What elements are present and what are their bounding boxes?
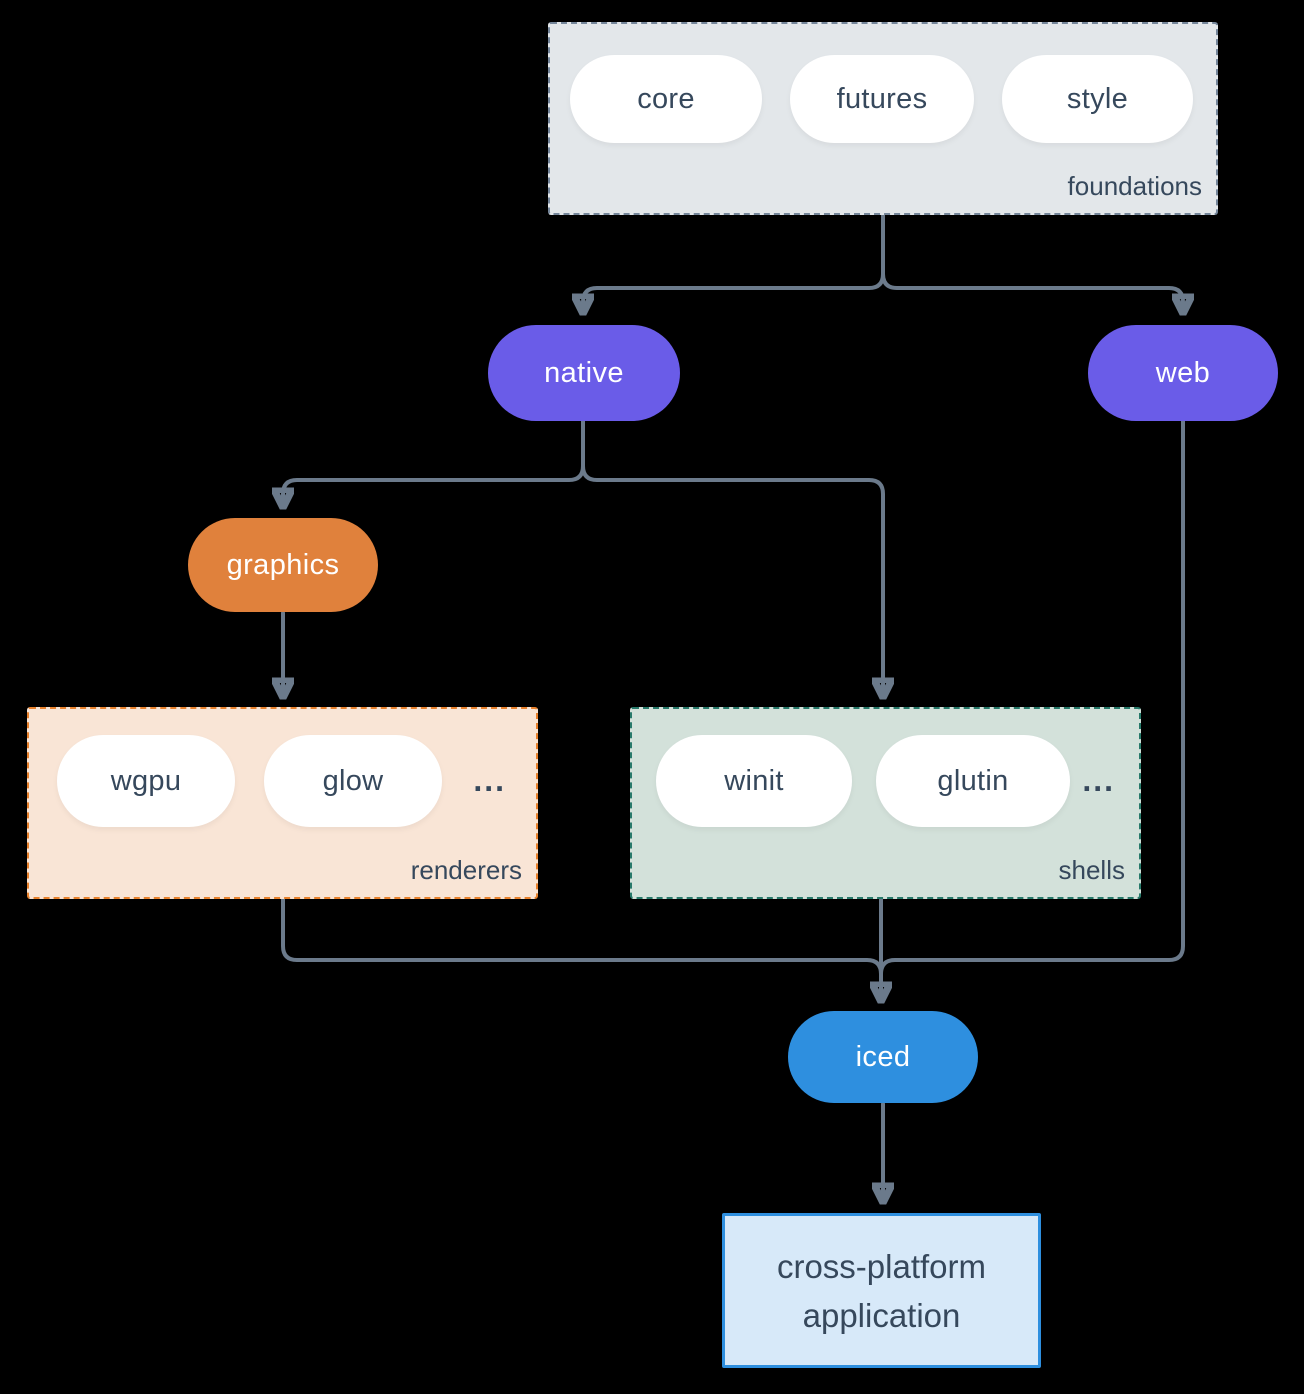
connector-foundations-to-web: [881, 214, 1183, 310]
renderers-ellipsis: ...: [473, 762, 506, 798]
connector-renderers-to-merge: [281, 897, 883, 976]
application-label-line2: application: [802, 1296, 961, 1334]
node-glow: glow: [264, 735, 442, 827]
foundations-group: core futures style foundations: [548, 22, 1218, 215]
renderers-group: wgpu glow ... renderers: [27, 707, 538, 899]
application-label-line1: cross-platform: [776, 1247, 987, 1285]
cross-platform-application-box: cross-platform application: [722, 1213, 1041, 1368]
node-graphics: graphics: [188, 518, 378, 612]
shells-group: winit glutin ... shells: [630, 707, 1141, 899]
connector-native-to-graphics: [283, 419, 585, 504]
node-native: native: [488, 325, 680, 421]
node-web: web: [1088, 325, 1278, 421]
node-winit: winit: [656, 735, 852, 827]
connector-native-to-shells: [581, 419, 883, 694]
foundations-group-label: foundations: [1067, 171, 1202, 201]
node-style: style: [1002, 55, 1193, 143]
node-futures: futures: [790, 55, 974, 143]
node-iced: iced: [788, 1011, 978, 1103]
shells-group-label: shells: [1058, 855, 1125, 885]
node-wgpu: wgpu: [57, 735, 235, 827]
node-core: core: [570, 55, 762, 143]
shells-ellipsis: ...: [1082, 762, 1115, 798]
node-glutin: glutin: [876, 735, 1070, 827]
connector-foundations-to-native: [583, 214, 885, 310]
renderers-group-label: renderers: [410, 855, 522, 885]
